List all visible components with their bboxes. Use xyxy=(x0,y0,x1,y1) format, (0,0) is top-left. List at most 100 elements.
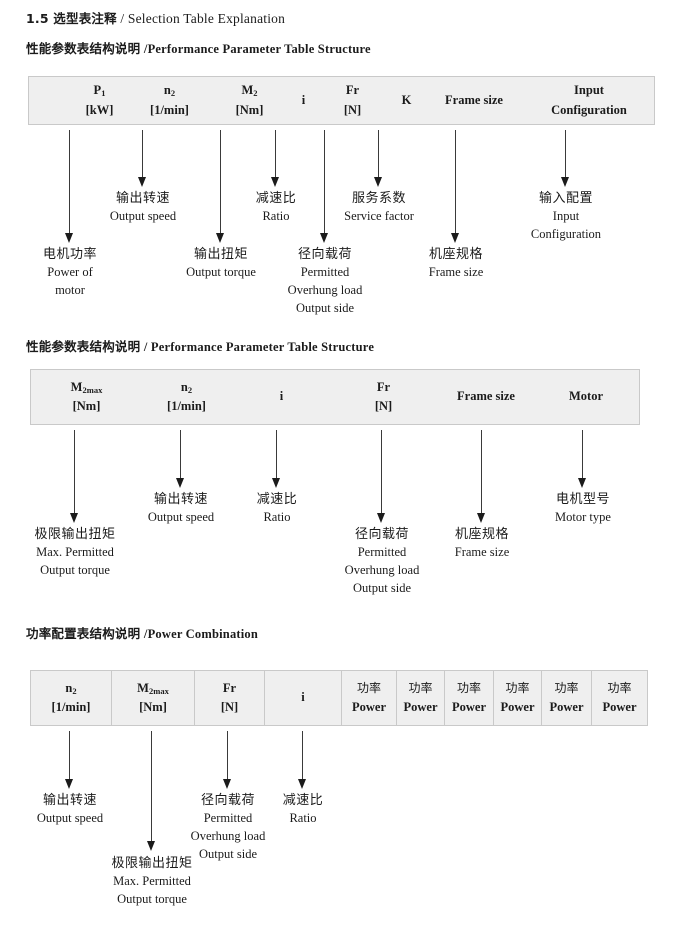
table3-cell-fr: Fr [N] xyxy=(220,680,239,714)
table1-cell-m2: M2 [Nm] xyxy=(235,83,264,117)
annotation-cn: 电机功率 xyxy=(42,247,98,262)
arrow-power-of-motor xyxy=(64,130,75,243)
arrow-frame-size-2 xyxy=(476,430,487,523)
table2-cell-fr: Fr [N] xyxy=(374,379,393,413)
arrow-overhung-load-3 xyxy=(222,731,233,789)
table1-cell-i: i xyxy=(301,92,306,107)
table1-cell-fr: Fr [N] xyxy=(343,83,362,117)
annotation-max-output-torque-3: 极限输出扭矩 Max. Permitted Output torque xyxy=(111,855,192,909)
annotation-ratio-3: 减速比 Ratio xyxy=(283,792,324,828)
arrow-max-output-torque-2 xyxy=(69,430,80,523)
annotation-power-of-motor: 电机功率 Power of motor xyxy=(43,246,97,300)
table3-cell-m2max: M2max [Nm] xyxy=(137,680,169,714)
page-title-cn: 1.5 选型表注释 xyxy=(26,11,117,26)
section-heading-1-cn: 性能参数表结构说明 xyxy=(26,41,141,56)
annotation-en: Input xyxy=(552,209,580,224)
arrow-max-output-torque-3 xyxy=(146,731,157,851)
table3-cell-power-3: 功率 Power xyxy=(451,681,486,714)
table3-divider xyxy=(264,671,265,725)
annotation-motor-type: 电机型号 Motor type xyxy=(555,491,611,527)
annotation-cn: 输出转速 xyxy=(42,793,97,808)
annotation-max-output-torque-2: 极限输出扭矩 Max. Permitted Output torque xyxy=(34,526,115,580)
table1-cell-n2: n2 [1/min] xyxy=(150,83,189,117)
table3-cell-power-4: 功率 Power xyxy=(500,681,535,714)
annotation-overhung-load-3: 径向载荷 Permitted Overhung load Output side xyxy=(191,792,266,864)
table3-cell-n2: n2 [1/min] xyxy=(51,680,91,714)
annotation-cn: 径向载荷 xyxy=(354,527,410,542)
annotation-en: Max. Permitted xyxy=(113,874,191,889)
table3-divider xyxy=(396,671,397,725)
annotation-en: Output torque xyxy=(40,563,110,578)
annotation-en: Overhung load xyxy=(190,829,266,844)
annotation-en: Max. Permitted xyxy=(36,545,114,560)
section-heading-2-en: / Performance Parameter Table Structure xyxy=(143,340,375,354)
section-heading-1: 性能参数表结构说明 /Performance Parameter Table S… xyxy=(26,38,371,57)
arrow-frame-size-1 xyxy=(450,130,461,243)
table3-divider xyxy=(194,671,195,725)
table3-divider xyxy=(111,671,112,725)
annotation-cn: 径向载荷 xyxy=(297,247,353,262)
table2-cell-n2: n2 [1/min] xyxy=(167,379,206,413)
annotation-en: Output side xyxy=(296,300,354,315)
table2-cell-frame-size: Frame size xyxy=(457,389,515,404)
annotation-en: Output side xyxy=(353,580,411,595)
annotation-cn: 输出转速 xyxy=(153,492,208,507)
annotation-cn: 输入配置 xyxy=(538,191,594,206)
arrow-input-configuration xyxy=(560,130,571,187)
page-title-en: / Selection Table Explanation xyxy=(120,11,286,26)
annotation-en: Output torque xyxy=(117,892,187,907)
arrow-output-torque xyxy=(215,130,226,243)
annotation-overhung-load-2: 径向载荷 Permitted Overhung load Output side xyxy=(345,526,420,598)
annotation-en: Ratio xyxy=(263,510,291,525)
annotation-cn: 减速比 xyxy=(256,492,298,507)
annotation-output-speed-3: 输出转速 Output speed xyxy=(37,792,103,828)
annotation-cn: 极限输出扭矩 xyxy=(34,527,116,542)
arrow-service-factor xyxy=(373,130,384,187)
annotation-en: Frame size xyxy=(428,265,484,280)
annotation-en: Motor type xyxy=(555,510,611,525)
arrow-output-speed-3 xyxy=(64,731,75,789)
table1-cell-input-configuration: Input Configuration xyxy=(551,83,627,117)
arrow-ratio-3 xyxy=(297,731,308,789)
section-heading-3: 功率配置表结构说明 /Power Combination xyxy=(26,623,258,642)
annotation-cn: 极限输出扭矩 xyxy=(111,856,193,871)
table3-divider xyxy=(493,671,494,725)
annotation-ratio-1: 减速比 Ratio xyxy=(256,190,297,226)
page-title: 1.5 选型表注释 / Selection Table Explanation xyxy=(26,8,285,27)
section-heading-1-en: /Performance Parameter Table Structure xyxy=(143,42,371,56)
annotation-en: Output torque xyxy=(186,265,256,280)
annotation-cn: 输出转速 xyxy=(115,191,170,206)
table1-cell-frame-size: Frame size xyxy=(445,92,503,107)
arrow-ratio-1 xyxy=(270,130,281,187)
table1-cell-k: K xyxy=(401,92,412,107)
arrow-ratio-2 xyxy=(271,430,282,488)
annotation-en: Configuration xyxy=(530,227,602,242)
annotation-frame-size-2: 机座规格 Frame size xyxy=(455,526,510,562)
annotation-en: Permitted xyxy=(357,545,407,560)
annotation-ratio-2: 减速比 Ratio xyxy=(257,491,298,527)
annotation-cn: 电机型号 xyxy=(555,492,610,507)
arrow-overhung-load-2 xyxy=(376,430,387,523)
annotation-cn: 输出扭矩 xyxy=(193,247,249,262)
arrow-overhung-load-1 xyxy=(319,130,330,243)
performance-parameter-table-2: M2max [Nm] n2 [1/min] i Fr [N] Frame siz… xyxy=(30,369,640,425)
table3-divider xyxy=(341,671,342,725)
table3-cell-power-5: 功率 Power xyxy=(549,681,584,714)
annotation-en: Permitted xyxy=(300,265,350,280)
arrow-output-speed-1 xyxy=(137,130,148,187)
performance-parameter-table-1: P1 [kW] n2 [1/min] M2 [Nm] i Fr [N] K Fr… xyxy=(28,76,655,125)
annotation-cn: 减速比 xyxy=(282,793,324,808)
power-combination-table: n2 [1/min] M2max [Nm] Fr [N] i 功率 Power … xyxy=(30,670,648,726)
annotation-output-torque: 输出扭矩 Output torque xyxy=(186,246,256,282)
table3-cell-i: i xyxy=(301,690,305,705)
arrow-output-speed-2 xyxy=(175,430,186,488)
annotation-en: Overhung load xyxy=(344,563,420,578)
table2-cell-m2max: M2max [Nm] xyxy=(70,379,103,413)
annotation-en: Output speed xyxy=(36,811,104,826)
annotation-en: Ratio xyxy=(262,209,290,224)
annotation-en: Output speed xyxy=(109,209,177,224)
table3-cell-power-2: 功率 Power xyxy=(403,681,438,714)
annotation-en: Service factor xyxy=(344,209,414,224)
annotation-en: Ratio xyxy=(289,811,317,826)
